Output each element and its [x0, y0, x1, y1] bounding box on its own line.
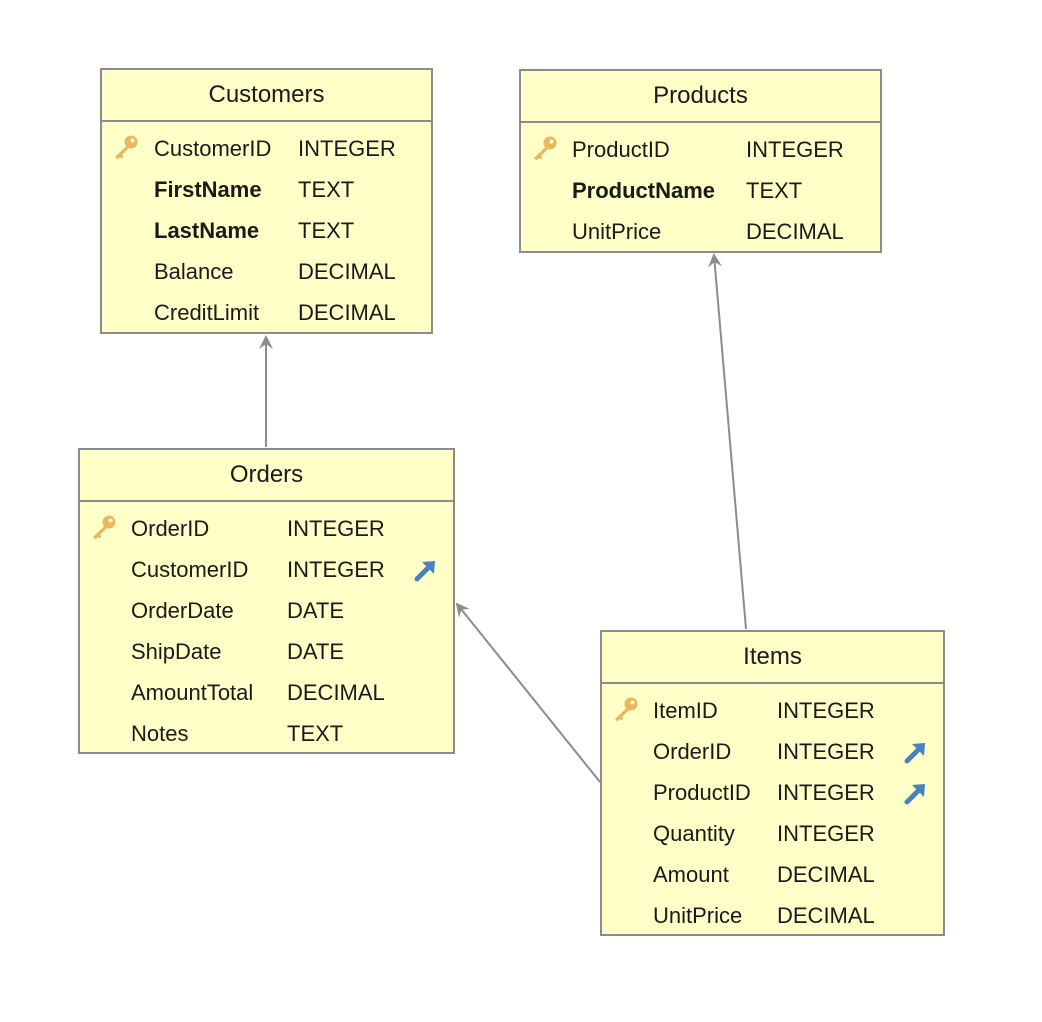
- field-type: INTEGER: [777, 821, 875, 846]
- field-type: TEXT: [746, 178, 803, 203]
- field-type: DATE: [287, 598, 345, 623]
- field-name: OrderID: [653, 739, 732, 764]
- field-type: INTEGER: [287, 516, 385, 541]
- foreign-key-icon: [904, 784, 925, 805]
- field-row[interactable]: Quantity INTEGER: [602, 813, 943, 854]
- entity-products[interactable]: Products ProductID INTEGER ProductName TEXT…: [519, 69, 882, 253]
- field-name: FirstName: [154, 177, 262, 202]
- field-name: UnitPrice: [572, 219, 662, 244]
- field-type: INTEGER: [777, 739, 875, 764]
- field-type: DECIMAL: [777, 862, 875, 887]
- field-name: AmountTotal: [131, 680, 254, 705]
- field-type: TEXT: [298, 177, 355, 202]
- field-type: DATE: [287, 639, 345, 664]
- entity-title: Orders: [80, 450, 453, 502]
- primary-key-icon: [93, 515, 116, 540]
- field-list: ProductID INTEGER ProductName TEXT UnitPrice…: [521, 123, 880, 252]
- field-type: DECIMAL: [298, 259, 396, 284]
- field-name: CustomerID: [154, 136, 272, 161]
- field-type: DECIMAL: [287, 680, 385, 705]
- field-name: ItemID: [653, 698, 718, 723]
- field-name: Quantity: [653, 821, 735, 846]
- field-name: UnitPrice: [653, 903, 743, 928]
- connector-items-to-products: [708, 253, 747, 630]
- field-row[interactable]: ProductID INTEGER: [521, 129, 880, 170]
- field-type: TEXT: [298, 218, 355, 243]
- connector-items-to-orders: [455, 602, 601, 783]
- field-name: CustomerID: [131, 557, 249, 582]
- primary-key-icon: [534, 136, 557, 161]
- field-type: DECIMAL: [746, 219, 844, 244]
- field-row[interactable]: ItemID INTEGER: [602, 690, 943, 731]
- field-type: INTEGER: [298, 136, 396, 161]
- field-row[interactable]: OrderID INTEGER: [602, 731, 943, 772]
- field-type: INTEGER: [777, 698, 875, 723]
- field-row[interactable]: AmountTotal DECIMAL: [80, 672, 453, 713]
- field-row[interactable]: OrderDate DATE: [80, 590, 453, 631]
- field-name: OrderDate: [131, 598, 234, 623]
- field-name: Notes: [131, 721, 189, 746]
- field-name: ShipDate: [131, 639, 222, 664]
- field-row[interactable]: CustomerID INTEGER: [80, 549, 453, 590]
- field-type: DECIMAL: [777, 903, 875, 928]
- field-name: CreditLimit: [154, 300, 260, 325]
- field-name: OrderID: [131, 516, 210, 541]
- field-row[interactable]: Balance DECIMAL: [102, 251, 431, 292]
- entity-title: Products: [521, 71, 880, 123]
- foreign-key-icon: [904, 743, 925, 764]
- field-type: TEXT: [287, 721, 344, 746]
- field-row[interactable]: Notes TEXT: [80, 713, 453, 754]
- field-list: OrderID INTEGER CustomerID INTEGER OrderDate…: [80, 502, 453, 754]
- field-row[interactable]: UnitPrice DECIMAL: [602, 895, 943, 936]
- primary-key-icon: [615, 697, 638, 722]
- field-type: INTEGER: [746, 137, 844, 162]
- field-row[interactable]: UnitPrice DECIMAL: [521, 211, 880, 252]
- field-row[interactable]: Amount DECIMAL: [602, 854, 943, 895]
- field-name: ProductID: [572, 137, 670, 162]
- primary-key-icon: [115, 135, 138, 160]
- field-type: INTEGER: [287, 557, 385, 582]
- field-row[interactable]: ProductName TEXT: [521, 170, 880, 211]
- field-list: ItemID INTEGER OrderID INTEGER ProductID INTE…: [602, 684, 943, 936]
- field-type: DECIMAL: [298, 300, 396, 325]
- field-row[interactable]: OrderID INTEGER: [80, 508, 453, 549]
- foreign-key-icon: [414, 561, 435, 582]
- field-name: ProductID: [653, 780, 751, 805]
- field-type: INTEGER: [777, 780, 875, 805]
- field-name: LastName: [154, 218, 260, 243]
- field-row[interactable]: FirstName TEXT: [102, 169, 431, 210]
- field-row[interactable]: CreditLimit DECIMAL: [102, 292, 431, 333]
- field-row[interactable]: ShipDate DATE: [80, 631, 453, 672]
- field-name: Amount: [653, 862, 729, 887]
- field-name: Balance: [154, 259, 234, 284]
- field-row[interactable]: CustomerID INTEGER: [102, 128, 431, 169]
- entity-title: Customers: [102, 70, 431, 122]
- field-row[interactable]: ProductID INTEGER: [602, 772, 943, 813]
- field-name: ProductName: [572, 178, 716, 203]
- field-row[interactable]: LastName TEXT: [102, 210, 431, 251]
- entity-title: Items: [602, 632, 943, 684]
